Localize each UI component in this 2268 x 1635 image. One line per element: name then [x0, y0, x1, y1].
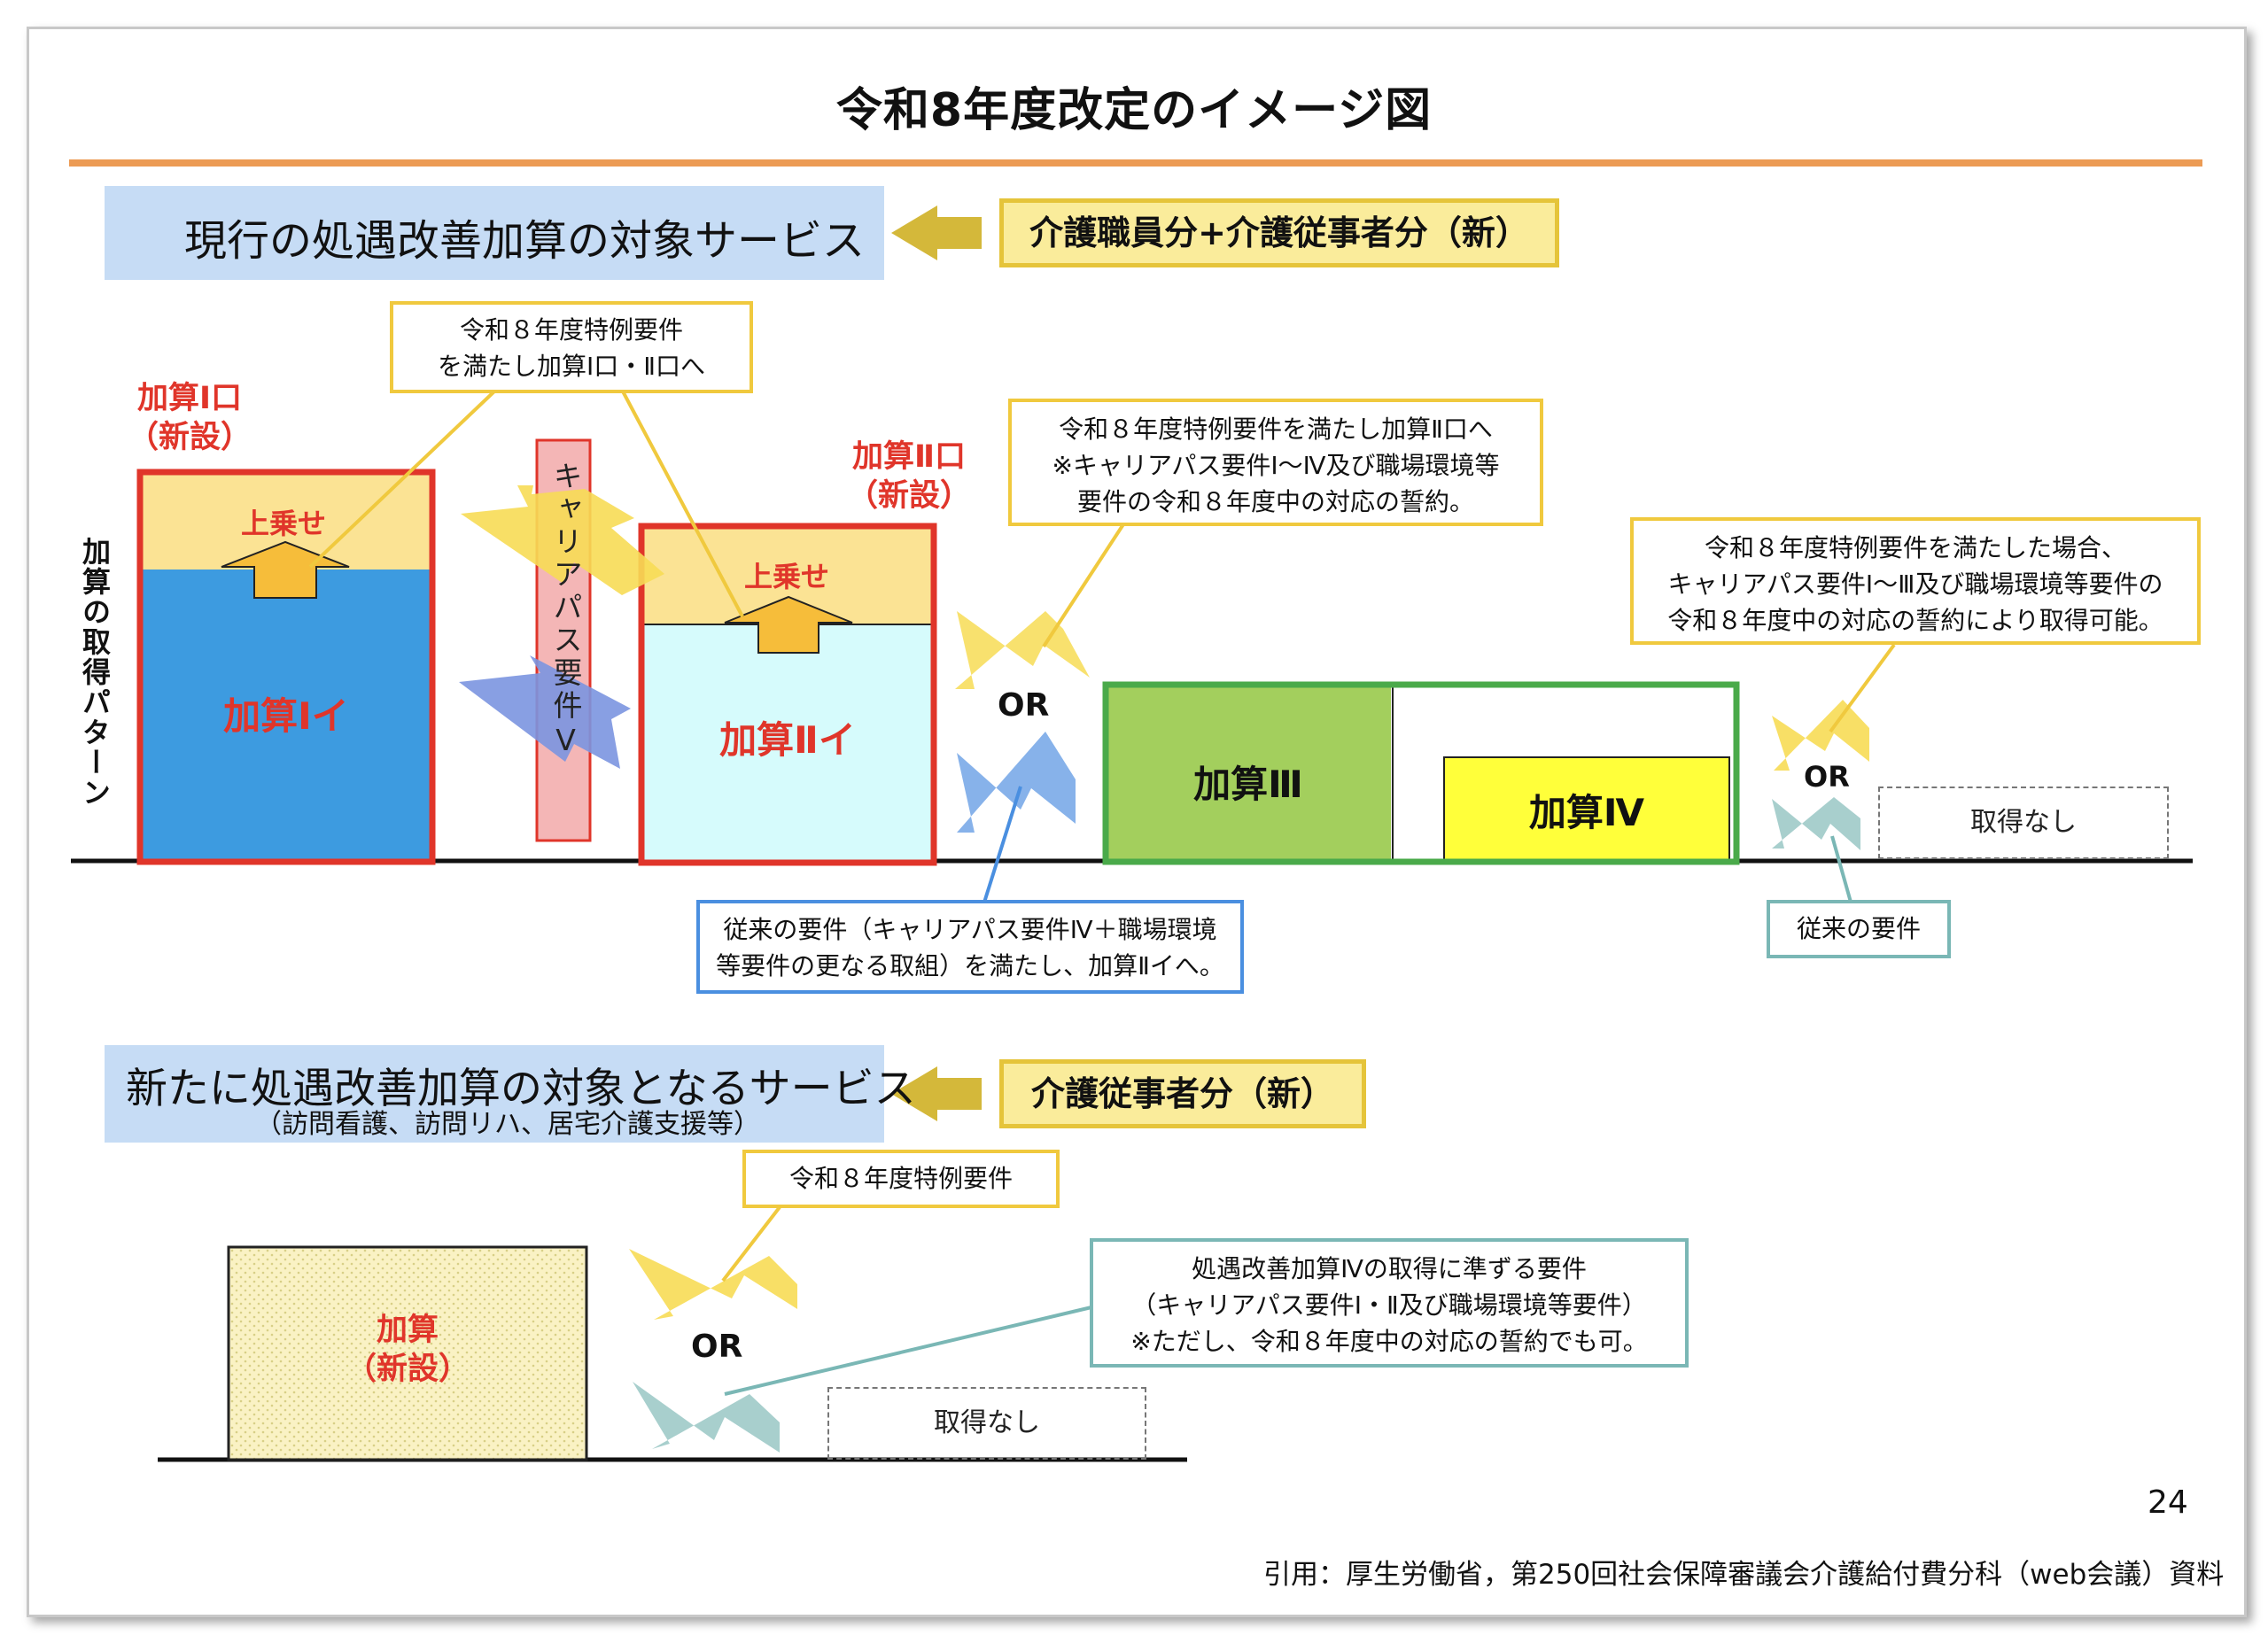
callout-line: （キャリアパス要件Ⅰ・Ⅱ及び職場環境等要件） [1131, 1290, 1647, 1320]
callout-line: キャリアパス要件Ⅰ～Ⅲ及び職場環境等要件の [1667, 570, 2163, 599]
kasan1ro-line2: （新設） [127, 420, 252, 455]
kasan1ro-label: 加算Ⅰ口 （新設） [119, 379, 260, 457]
citation: 引用：厚生労働省，第250回社会保障審議会介護給付費分科（web会議）資料 [1263, 1559, 2225, 1591]
or-label-2: OR [1804, 760, 1850, 794]
arrow-yellow-c [1772, 700, 1869, 771]
callout-s2-special: 令和８年度特例要件 [742, 1150, 1060, 1208]
kasan2-outline [638, 523, 937, 866]
connector-mid [1042, 523, 1125, 648]
kasan4-box [1443, 756, 1730, 863]
section1-band: 現行の処遇改善加算の対象サービス [105, 186, 884, 280]
uwanose-arrow-1 [221, 540, 350, 599]
uwanose-label-1: 上乗せ [241, 507, 327, 540]
callout-conventional-requirement: 従来の要件（キャリアパス要件Ⅳ＋職場環境 等要件の更なる取組）を満たし、加算Ⅱイ… [696, 900, 1244, 994]
or-label-1: OR [998, 687, 1050, 724]
kasan3-label: 加算Ⅲ [1193, 763, 1303, 806]
section2-band-sub: （訪問看護、訪問リハ、居宅介護支援等） [255, 1109, 760, 1140]
section1-band-label: 現行の処遇改善加算の対象サービス [184, 216, 866, 266]
callout-special-requirement: 令和８年度特例要件 を満たし加算Ⅰ口・Ⅱ口へ [390, 301, 753, 393]
career-v-label: キャリアパス要件Ⅴ [548, 461, 583, 761]
kasan1-outline [136, 469, 436, 865]
connector-top-right [620, 389, 744, 617]
callout-line: 処遇改善加算Ⅳの取得に準ずる要件 [1192, 1254, 1587, 1283]
callout-line: ※ただし、令和８年度中の対応の誓約でも可。 [1130, 1327, 1648, 1356]
header-arrow-2 [891, 1066, 982, 1121]
connector-top-left [308, 388, 498, 569]
uwanose-label-2: 上乗せ [744, 560, 830, 593]
section2-band: 新たに処遇改善加算の対象となるサービス （訪問看護、訪問リハ、居宅介護支援等） [105, 1045, 916, 1143]
callout-line: 要件の令和８年度中の対応の誓約。 [1076, 487, 1474, 516]
kasan1ro-line1: 加算Ⅰ口 [136, 381, 243, 416]
new-kasan-line1: 加算 [376, 1313, 439, 1348]
arrow-yellow-s2 [629, 1249, 797, 1320]
y-axis-label: 加算の取得パターン [78, 537, 112, 808]
callout-line: を満たし加算Ⅰ口・Ⅱ口へ [437, 352, 706, 381]
kasan2i-label: 加算Ⅱイ [719, 718, 856, 762]
kasan1i-box [140, 570, 432, 862]
uwanose-arrow-2 [724, 595, 853, 654]
kasan3-box [1106, 685, 1391, 862]
section1-header: 介護職員分+介護従事者分（新） [999, 198, 1559, 267]
section2-band-label: 新たに処遇改善加算の対象となるサービス [126, 1065, 916, 1113]
callout-line: 従来の要件（キャリアパス要件Ⅳ＋職場環境 [723, 915, 1217, 944]
arrow-teal-a [1772, 797, 1860, 850]
connector-teal [1830, 835, 1853, 906]
kasan2ro-line1: 加算Ⅱ口 [851, 439, 967, 475]
kasan2ro-line2: （新設） [846, 478, 971, 514]
kasan34-outline [1102, 681, 1740, 865]
kasan4-label: 加算Ⅳ [1528, 791, 1645, 834]
new-kasan-label: 加算 （新設） [229, 1311, 586, 1389]
kasan2ro-label: 加算Ⅱ口 （新設） [838, 438, 980, 515]
arrow-teal-s2 [633, 1382, 780, 1453]
arrow-yellow-b [955, 611, 1090, 689]
page-title: 令和8年度改定のイメージ図 [835, 84, 1433, 137]
section2-header: 介護従事者分（新） [999, 1059, 1366, 1128]
connector-blue [982, 786, 1022, 906]
callout-line: 令和８年度特例要件を満たした場合、 [1704, 533, 2126, 562]
callout-s2-teal: 処遇改善加算Ⅳの取得に準ずる要件 （キャリアパス要件Ⅰ・Ⅱ及び職場環境等要件） … [1090, 1238, 1689, 1368]
arrow-yellow-a [461, 485, 664, 595]
kasan2i-box [641, 624, 934, 862]
connector-right [1829, 643, 1896, 733]
none-box-1: 取得なし [1878, 787, 2169, 859]
page-number: 24 [2148, 1484, 2188, 1521]
new-kasan-box [227, 1245, 588, 1461]
or-label-3: OR [691, 1329, 743, 1365]
arrow-blue-a [459, 655, 631, 769]
callout-kasan2ro: 令和８年度特例要件を満たし加算Ⅱ口へ ※キャリアパス要件Ⅰ～Ⅳ及び職場環境等 要… [1008, 399, 1543, 526]
callout-kasan-condition: 令和８年度特例要件を満たした場合、 キャリアパス要件Ⅰ～Ⅲ及び職場環境等要件の … [1630, 517, 2201, 645]
callout-line: 令和８年度中の対応の誓約により取得可能。 [1667, 606, 2163, 635]
none-box-2: 取得なし [827, 1387, 1146, 1460]
title-rule [69, 159, 2202, 167]
new-kasan-line2: （新設） [345, 1352, 470, 1387]
header-arrow-1 [891, 205, 982, 260]
kasan1i-label: 加算Ⅰイ [223, 694, 349, 738]
arrow-blue-b [957, 732, 1076, 833]
callout-conventional-short: 従来の要件 [1767, 900, 1951, 958]
callout-line: 令和８年度特例要件 [459, 315, 683, 345]
connector-s2-yellow [721, 1205, 781, 1282]
callout-line: ※キャリアパス要件Ⅰ～Ⅳ及び職場環境等 [1052, 451, 1500, 480]
connector-s2-teal [724, 1306, 1092, 1396]
callout-line: 等要件の更なる取組）を満たし、加算Ⅱイへ。 [716, 951, 1224, 980]
callout-line: 令和８年度特例要件を満たし加算Ⅱ口へ [1059, 415, 1493, 444]
